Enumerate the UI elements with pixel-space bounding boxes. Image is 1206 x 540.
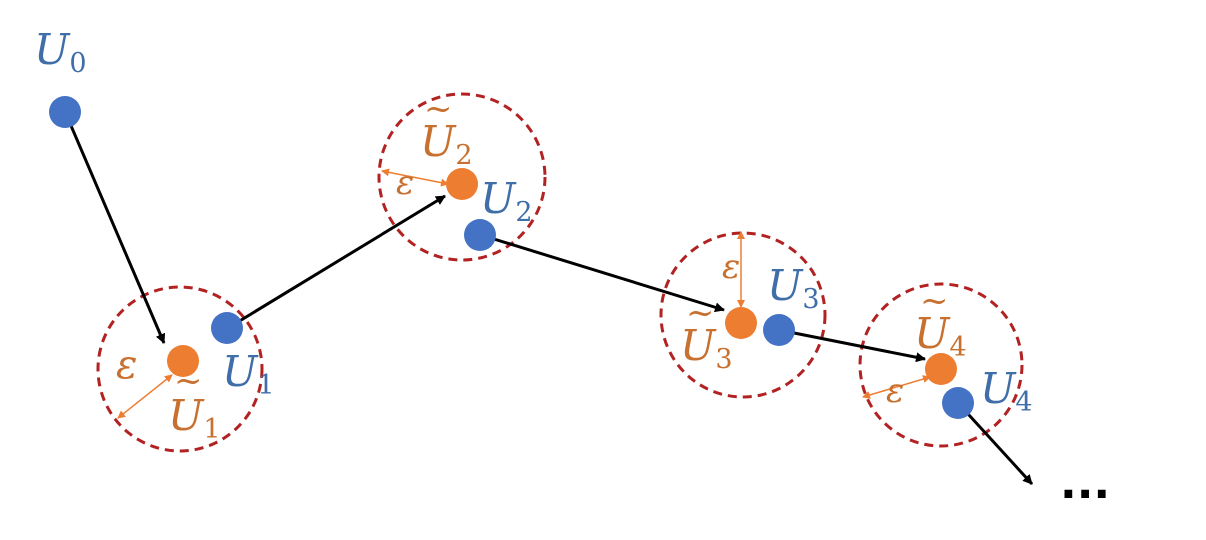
epsilon-label-1: ε bbox=[116, 342, 137, 388]
approx-point-ut4 bbox=[925, 353, 957, 385]
label-ut4: ~ U4 bbox=[914, 281, 967, 363]
svg-text:U3: U3 bbox=[680, 321, 733, 375]
svg-text:U4: U4 bbox=[914, 309, 967, 363]
iterate-point-u3 bbox=[763, 314, 795, 346]
svg-text:U2: U2 bbox=[420, 117, 473, 171]
iterate-point-u1 bbox=[211, 312, 243, 344]
tolerance-ball-3 bbox=[659, 231, 827, 399]
step-arrow-4-next bbox=[956, 401, 1034, 486]
label-u0: U0 bbox=[34, 25, 87, 79]
epsilon-label-4: ε bbox=[886, 371, 904, 411]
epsilon-radius-arrow-2 bbox=[381, 168, 449, 187]
label-ut3: ~ U3 bbox=[680, 293, 733, 375]
epsilon-radius-arrow-1 bbox=[117, 374, 173, 419]
epsilon-radius-arrow-4 bbox=[862, 375, 931, 399]
label-u3: U3 bbox=[767, 261, 820, 315]
svg-text:~: ~ bbox=[424, 89, 453, 129]
svg-text:U1: U1 bbox=[168, 391, 221, 445]
svg-text:~: ~ bbox=[920, 281, 949, 321]
label-u2: U2 bbox=[480, 174, 533, 228]
step-arrow-3-4 bbox=[778, 328, 926, 363]
label-u4: U4 bbox=[980, 364, 1033, 418]
label-ut2: ~ U2 bbox=[420, 89, 473, 171]
continuation-ellipsis: ... bbox=[1060, 458, 1110, 509]
label-ut1: ~ U1 bbox=[168, 361, 221, 445]
approx-point-ut2 bbox=[446, 168, 478, 200]
step-arrow-2-3 bbox=[480, 233, 725, 313]
approx-point-ut1 bbox=[167, 345, 199, 377]
epsilon-label-3: ε bbox=[722, 247, 740, 287]
tolerance-ball-2 bbox=[377, 92, 547, 262]
step-arrow-0-1 bbox=[64, 113, 166, 344]
label-u1: U1 bbox=[222, 347, 275, 401]
epsilon-label-2: ε bbox=[396, 163, 414, 203]
approx-point-ut3 bbox=[725, 307, 757, 339]
iterate-point-u4 bbox=[942, 387, 974, 419]
svg-text:~: ~ bbox=[174, 361, 203, 401]
iterate-point-u0 bbox=[49, 96, 81, 128]
step-arrow-1-2 bbox=[227, 194, 446, 330]
iterate-point-u2 bbox=[464, 219, 496, 251]
tolerance-ball-4 bbox=[858, 282, 1024, 448]
svg-text:~: ~ bbox=[686, 293, 715, 333]
tolerance-ball-1 bbox=[96, 285, 264, 453]
